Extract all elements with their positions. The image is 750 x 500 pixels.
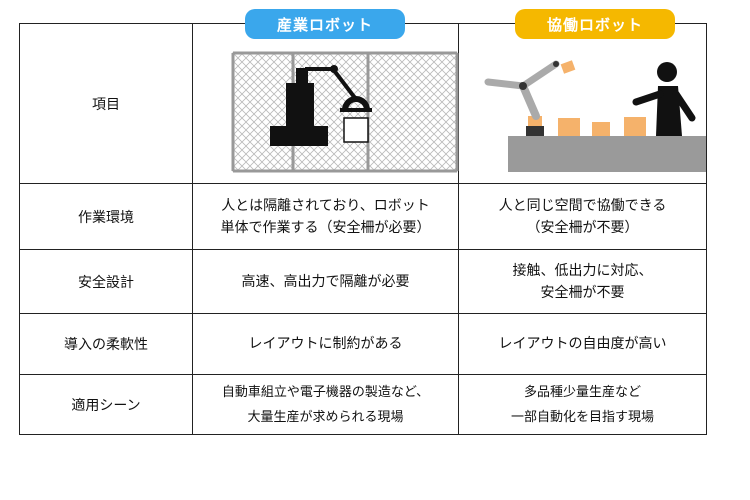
header-item-label: 項目 bbox=[92, 96, 120, 113]
box-icon bbox=[558, 118, 580, 136]
industrial-cell: 人とは隔離されており、ロボット 単体で作業する（安全柵が必要） bbox=[192, 183, 459, 250]
collaborative-robot-badge: 協働ロボット bbox=[515, 9, 675, 39]
cell-line: レイアウトの自由度が高い bbox=[498, 336, 667, 352]
industrial-robot-badge-label: 産業ロボット bbox=[276, 15, 373, 34]
cell-line: 大量生産が求められる現場 bbox=[247, 409, 404, 425]
cell-line: 安全柵が不要 bbox=[540, 284, 625, 301]
cell-line: 人とは隔離されており、ロボット bbox=[221, 197, 430, 214]
cell-line: 自動車組立や電子機器の製造など、 bbox=[221, 384, 430, 400]
row-label: 作業環境 bbox=[19, 183, 193, 250]
industrial-cell: レイアウトに制約がある bbox=[192, 313, 459, 375]
row-label: 安全設計 bbox=[19, 249, 193, 314]
cell-line: （安全柵が不要） bbox=[526, 219, 639, 236]
header-item-cell: 項目 bbox=[19, 23, 193, 184]
work-table-icon bbox=[508, 136, 706, 172]
table-row: 導入の柔軟性 レイアウトに制約がある レイアウトの自由度が高い bbox=[19, 313, 707, 375]
table-row: 作業環境 人とは隔離されており、ロボット 単体で作業する（安全柵が必要） 人と同… bbox=[19, 183, 707, 250]
collab-cell: 人と同じ空間で協働できる （安全柵が不要） bbox=[458, 183, 707, 250]
row-label: 適用シーン bbox=[19, 374, 193, 435]
industrial-robot-illustration bbox=[231, 51, 459, 173]
cell-line: 接触、低出力に対応、 bbox=[512, 262, 653, 279]
row-label: 導入の柔軟性 bbox=[19, 313, 193, 375]
cell-line: 一部自動化を目指す現場 bbox=[510, 409, 654, 425]
industrial-cell: 高速、高出力で隔離が必要 bbox=[192, 249, 459, 314]
box-icon bbox=[592, 122, 610, 136]
cell-line: 単体で作業する（安全柵が必要） bbox=[220, 219, 431, 236]
cell-line: 多品種少量生産など bbox=[523, 384, 641, 400]
box-icon bbox=[343, 117, 369, 143]
industrial-cell: 自動車組立や電子機器の製造など、 大量生産が求められる現場 bbox=[192, 374, 459, 435]
robot-arm-icon bbox=[270, 65, 372, 146]
collab-cell: 多品種少量生産など 一部自動化を目指す現場 bbox=[458, 374, 707, 435]
table-row: 安全設計 高速、高出力で隔離が必要 接触、低出力に対応、 安全柵が不要 bbox=[19, 249, 707, 314]
worker-icon bbox=[632, 62, 696, 136]
table-row: 適用シーン 自動車組立や電子機器の製造など、 大量生産が求められる現場 多品種少… bbox=[19, 374, 707, 435]
industrial-robot-badge: 産業ロボット bbox=[245, 9, 405, 39]
box-icon bbox=[624, 117, 646, 136]
collab-cell: レイアウトの自由度が高い bbox=[458, 313, 707, 375]
collab-cell: 接触、低出力に対応、 安全柵が不要 bbox=[458, 249, 707, 314]
collaborative-robot-badge-label: 協働ロボット bbox=[546, 15, 643, 34]
cell-line: 人と同じ空間で協働できる bbox=[498, 197, 667, 214]
cell-line: レイアウトに制約がある bbox=[248, 336, 403, 352]
cell-line: 高速、高出力で隔離が必要 bbox=[241, 273, 410, 290]
cobot-arm-icon bbox=[484, 60, 576, 136]
collaborative-robot-illustration bbox=[484, 60, 706, 172]
